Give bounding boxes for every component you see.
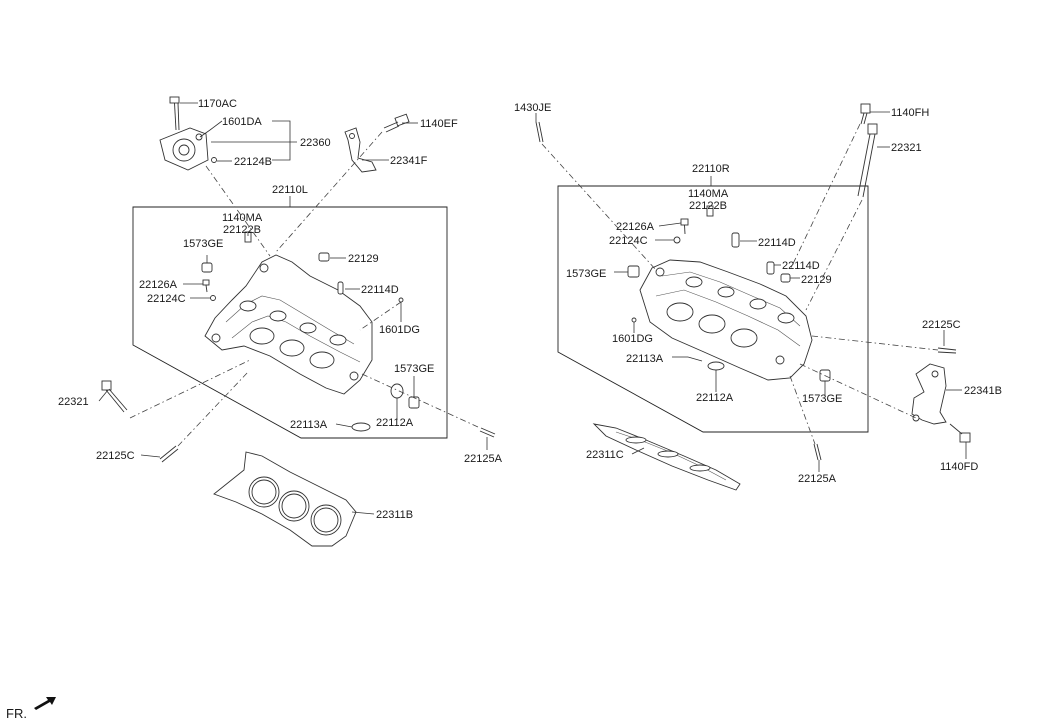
bolt-22126A-left[interactable] [202,279,210,293]
label-22110R[interactable]: 22110R [692,163,730,175]
label-22122B-left[interactable]: 22122B [223,224,261,236]
label-22112A-right[interactable]: 22112A [696,392,734,404]
label-22110L[interactable]: 22110L [272,184,308,196]
label-22112A-left[interactable]: 22112A [376,417,414,429]
left-assembly-lines [129,131,479,447]
label-22114D-right-1[interactable]: 22114D [758,237,796,249]
right-leader-lines [535,111,967,472]
bolt-1170AC[interactable] [169,96,180,131]
label-22125C-left[interactable]: 22125C [96,450,135,462]
plug-1573GE-left-upper[interactable] [201,262,213,273]
label-22124C-left[interactable]: 22124C [147,293,186,305]
label-22125A-left[interactable]: 22125A [464,453,503,465]
label-1430JE[interactable]: 1430JE [514,102,551,114]
label-1573GE-left-upper[interactable]: 1573GE [183,238,223,250]
label-1140EF[interactable]: 1140EF [420,118,458,130]
seal-22113A-left[interactable] [351,422,371,432]
seal-22112A-left-ring[interactable] [390,383,404,399]
cam-sensor-housing-22360[interactable] [159,127,209,171]
label-22114D-right-2[interactable]: 22114D [782,260,820,272]
seal-22129-right[interactable] [780,273,791,283]
seal-22112A-right-ring[interactable] [707,361,725,371]
label-1573GE-right-lower[interactable]: 1573GE [802,393,842,405]
stud-22125A-right[interactable] [813,443,822,461]
label-22311B[interactable]: 22311B [376,509,413,521]
label-1140FD[interactable]: 1140FD [940,461,978,473]
label-22341F[interactable]: 22341F [390,155,428,167]
head-bolt-22321-right[interactable] [857,123,878,198]
head-bolt-22321-left[interactable] [101,380,128,413]
guide-22114D-right-1[interactable] [731,232,740,248]
label-1170AC[interactable]: 1170AC [198,98,237,110]
bolt-1140FD[interactable] [949,423,971,443]
guide-22114D-left[interactable] [337,281,344,295]
right-assembly-lines [541,123,939,445]
bolt-22126A-right[interactable] [680,218,689,235]
label-22125A-right[interactable]: 22125A [798,473,837,485]
label-1601DG-left[interactable]: 1601DG [379,324,420,336]
label-22126A-left[interactable]: 22126A [139,279,178,291]
label-front: FR. [6,706,27,721]
pin-1430JE[interactable] [535,121,544,143]
stud-22125C-right[interactable] [937,347,957,354]
label-1601DG-right[interactable]: 1601DG [612,333,653,345]
cylinder-head-right-22110R[interactable] [639,259,813,381]
left-head-group-frame [132,206,448,439]
guide-22114D-right-2[interactable] [766,261,775,275]
stud-22125A-left[interactable] [479,427,496,438]
pin-1601DG-left[interactable] [398,297,404,303]
label-22122B-right[interactable]: 22122B [689,200,727,212]
pin-1601DG-right[interactable] [631,317,637,323]
bracket-22341B[interactable] [911,363,947,425]
label-22124B[interactable]: 22124B [234,156,272,168]
label-22113A-right[interactable]: 22113A [626,353,664,365]
pin-22124B[interactable] [211,157,217,163]
label-1573GE-right-upper[interactable]: 1573GE [566,268,606,280]
label-22113A-left[interactable]: 22113A [290,419,328,431]
pin-22124C-left[interactable] [210,295,216,301]
label-1573GE-left-lower[interactable]: 1573GE [394,363,434,375]
label-22125C-right[interactable]: 22125C [922,319,961,331]
left-leader-lines [98,102,488,515]
label-22321-right[interactable]: 22321 [891,142,922,154]
plug-1573GE-right-upper[interactable] [627,265,640,278]
label-1601DA[interactable]: 1601DA [222,116,262,128]
label-22341B[interactable]: 22341B [964,385,1002,397]
bracket-22341F[interactable] [344,127,377,173]
stud-22125C-left[interactable] [159,445,179,463]
front-direction-arrow-icon [34,697,56,710]
label-22126A-right[interactable]: 22126A [616,221,655,233]
pin-22124C-right[interactable] [673,236,681,244]
label-22129-right[interactable]: 22129 [801,274,832,286]
plug-1573GE-left-lower[interactable] [408,396,420,409]
head-gasket-22311B[interactable] [213,451,357,547]
label-22311C[interactable]: 22311C [586,449,624,461]
label-1140FH[interactable]: 1140FH [891,107,929,119]
seal-22129-left[interactable] [318,252,330,262]
seal-22113A-right[interactable] [687,356,703,362]
label-22114D-left[interactable]: 22114D [361,284,399,296]
label-22321-left[interactable]: 22321 [58,396,89,408]
label-22124C-right[interactable]: 22124C [609,235,648,247]
cylinder-head-left-22110L[interactable] [204,254,373,395]
label-1140MA-left[interactable]: 1140MA [222,212,263,224]
label-1140MA-right[interactable]: 1140MA [688,188,729,200]
right-head-group-frame [557,185,869,433]
bolt-1140MA-right[interactable] [706,205,714,217]
bolt-1140FH[interactable] [860,103,871,125]
head-gasket-22311C[interactable] [592,423,741,491]
label-22360[interactable]: 22360 [300,137,331,149]
label-22129-left[interactable]: 22129 [348,253,379,265]
